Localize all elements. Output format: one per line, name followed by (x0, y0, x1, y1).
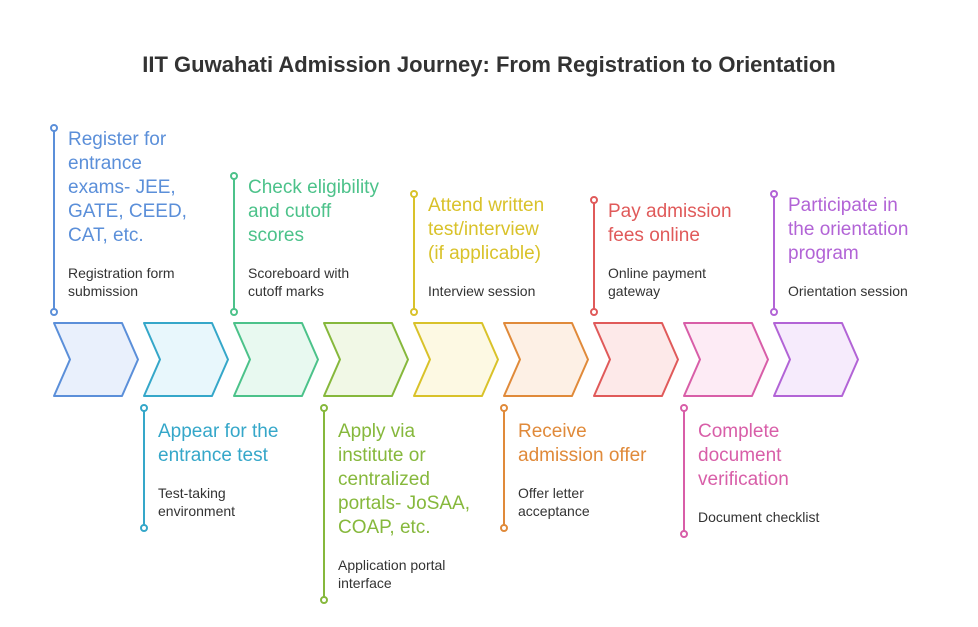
step-4-connector-dot (320, 404, 328, 412)
step-1-title-line: GATE, CEED, (68, 201, 187, 222)
step-7-title-line: fees online (608, 225, 700, 246)
step-2-connector-dot (140, 404, 148, 412)
step-9-title-line: the orientation (788, 219, 909, 240)
step-6-description-line: acceptance (518, 503, 590, 519)
step-9-chevron (773, 322, 859, 397)
step-5-connector-dot (410, 308, 418, 316)
step-8-chevron (683, 322, 769, 397)
step-9-title-line: Participate in (788, 195, 898, 216)
step-1-chevron (53, 322, 139, 397)
step-4-title-line: COAP, etc. (338, 517, 431, 538)
step-7-connector-dot (590, 308, 598, 316)
step-1-title-line: CAT, etc. (68, 225, 144, 246)
step-8-connector-dot (680, 404, 688, 412)
step-3-connector-dot (230, 172, 238, 180)
step-2-connector-dot (140, 524, 148, 532)
step-4-title-line: institute or (338, 445, 426, 466)
step-3-title-line: Check eligibility (248, 177, 379, 198)
step-3-title-line: and cutoff (248, 201, 332, 222)
step-4-title-line: Apply via (338, 421, 416, 442)
step-1-connector-dot (50, 308, 58, 316)
step-3-description-line: Scoreboard with (248, 265, 350, 281)
step-2-title-line: entrance test (158, 445, 268, 466)
step-1-title-line: exams- JEE, (68, 177, 176, 198)
step-6-chevron (503, 322, 589, 397)
step-7-connector-dot (590, 196, 598, 204)
step-6-title-line: Receive (518, 421, 587, 442)
step-4-connector-dot (320, 596, 328, 604)
step-1-description-line: Registration form (68, 265, 175, 281)
step-1-title-line: entrance (68, 153, 142, 174)
step-8-description-line: Document checklist (698, 509, 820, 525)
step-4-chevron (323, 322, 409, 397)
step-7-title-line: Pay admission (608, 201, 732, 222)
step-5-title-line: test/interview (428, 219, 539, 240)
step-5-connector-dot (410, 190, 418, 198)
step-3-title-line: scores (248, 225, 304, 246)
step-1-title-line: Register for (68, 129, 167, 150)
step-5-title-line: Attend written (428, 195, 545, 216)
step-7-description-line: gateway (608, 283, 661, 299)
diagram-title: IIT Guwahati Admission Journey: From Reg… (142, 52, 836, 77)
step-4-title-line: portals- JoSAA, (338, 493, 470, 514)
step-2-title-line: Appear for the (158, 421, 279, 442)
step-6-connector-dot (500, 524, 508, 532)
step-7-chevron (593, 322, 679, 397)
step-2-chevron (143, 322, 229, 397)
step-5-description-line: Interview session (428, 283, 536, 299)
step-1-description-line: submission (68, 283, 139, 299)
step-3-description-line: cutoff marks (248, 283, 324, 299)
step-5-title-line: (if applicable) (428, 243, 541, 264)
step-8-title-line: Complete (698, 421, 780, 442)
step-2-description-line: Test-taking (158, 485, 226, 501)
step-7-description-line: Online payment (608, 265, 707, 281)
step-3-connector-dot (230, 308, 238, 316)
step-9-description-line: Orientation session (788, 283, 908, 299)
step-9-connector-dot (770, 308, 778, 316)
step-9-title-line: program (788, 243, 859, 264)
step-2-description-line: environment (158, 503, 236, 519)
step-1-connector-dot (50, 124, 58, 132)
step-8-title-line: verification (698, 469, 789, 490)
step-4-description-line: interface (338, 575, 392, 591)
step-4-title-line: centralized (338, 469, 430, 490)
step-9-connector-dot (770, 190, 778, 198)
step-4-description-line: Application portal (338, 557, 446, 573)
step-6-title-line: admission offer (518, 445, 647, 466)
step-6-description-line: Offer letter (518, 485, 584, 501)
step-8-title-line: document (698, 445, 782, 466)
step-3-chevron (233, 322, 319, 397)
step-6-connector-dot (500, 404, 508, 412)
step-5-chevron (413, 322, 499, 397)
step-8-connector-dot (680, 530, 688, 538)
